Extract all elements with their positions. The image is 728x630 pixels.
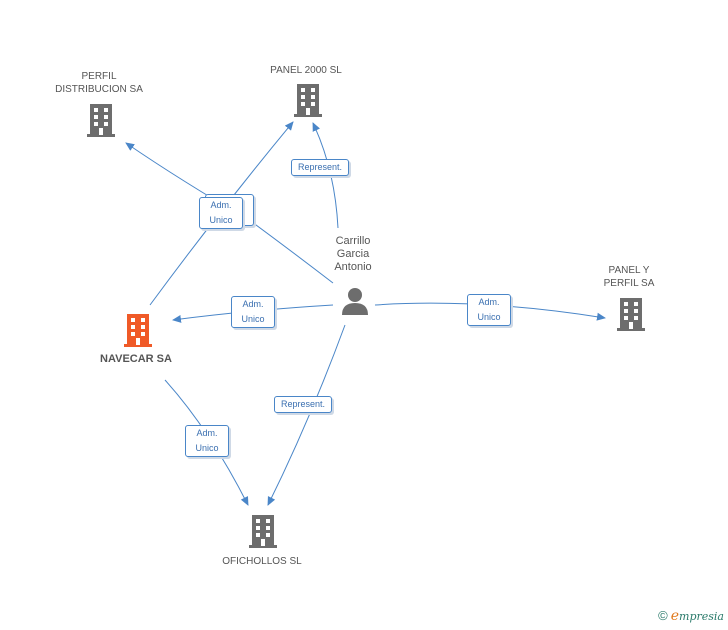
building-icon	[124, 314, 152, 347]
brand-name: mpresia	[679, 610, 724, 623]
node-label-perfil-distribucion[interactable]: PERFIL DISTRIBUCION SA	[55, 71, 143, 95]
node-label-carrillo[interactable]: Carrillo Garcia Antonio	[334, 235, 372, 273]
edge-label-adm-unico-carrillo-navecar: Adm. Unico	[231, 296, 275, 328]
person-icon	[342, 288, 368, 315]
node-label-panel-y-perfil[interactable]: PANEL Y PERFIL SA	[603, 265, 655, 289]
building-icon	[249, 515, 277, 548]
edge-label-represent-panel-2000: Represent.	[291, 159, 350, 176]
brand-footer: © empresia	[658, 608, 724, 624]
building-icon	[87, 104, 115, 137]
node-label-panel-2000[interactable]: PANEL 2000 SL	[270, 65, 342, 76]
building-icon	[294, 84, 322, 117]
brand-logo-initial: e	[670, 608, 680, 624]
edge-label-represent-ofichollos: Represent.	[274, 396, 333, 413]
edge-carrillo-ofichollos	[267, 324, 346, 506]
copyright-icon: ©	[658, 608, 668, 623]
edge-label-adm-unico-navecar-panel: Adm. Unico	[199, 197, 243, 229]
building-icon	[617, 298, 645, 331]
edge-label-adm-unico-navecar-ofichollos: Adm. Unico	[185, 425, 229, 457]
node-label-navecar[interactable]: NAVECAR SA	[100, 353, 172, 365]
node-label-ofichollos[interactable]: OFICHOLLOS SL	[222, 556, 302, 567]
edge-label-adm-unico-panel-y-perfil: Adm. Unico	[467, 294, 511, 326]
edge-carrillo-adm-upper	[251, 221, 334, 284]
